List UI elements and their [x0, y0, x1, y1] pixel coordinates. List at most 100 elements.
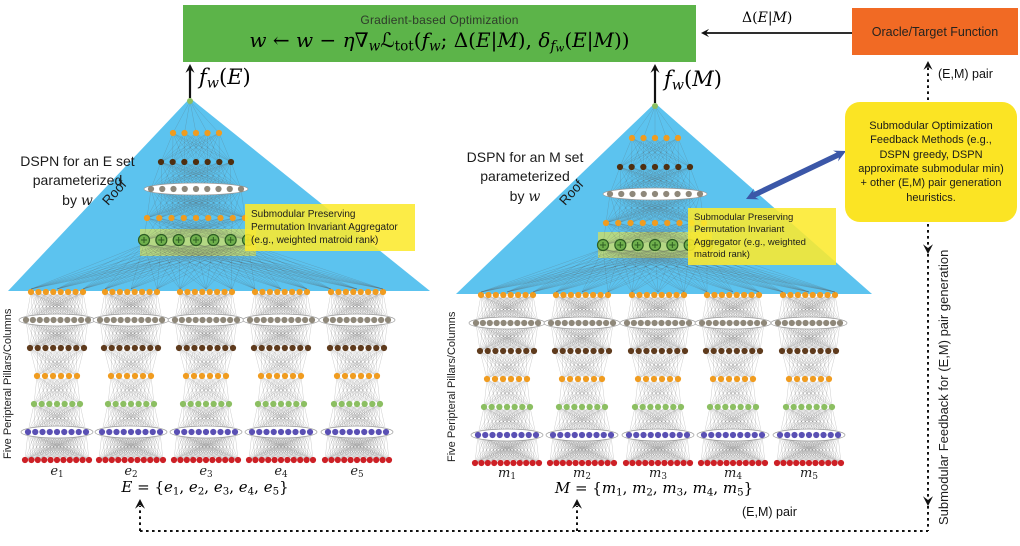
network-dot — [558, 375, 566, 383]
network-dot — [364, 316, 371, 324]
network-dot — [578, 459, 586, 467]
network-dot — [206, 344, 213, 352]
network-dot — [289, 344, 296, 352]
network-dot — [745, 403, 752, 411]
network-dot — [642, 459, 649, 467]
dspn-m-desc-line2: parameterized — [480, 168, 570, 185]
network-dot — [685, 190, 692, 198]
network-dot — [181, 129, 188, 137]
network-dot — [246, 316, 254, 324]
gradient-optimization-title: Gradient-based Optimization — [360, 12, 519, 27]
network-dot — [34, 456, 41, 464]
network-dot — [65, 344, 72, 352]
network-dot — [265, 372, 273, 380]
network-dot — [53, 456, 61, 464]
network-dot — [519, 403, 526, 411]
network-dot — [586, 431, 593, 439]
network-dot — [650, 375, 658, 383]
network-dot — [43, 316, 50, 324]
network-dot — [560, 291, 567, 299]
network-dot — [476, 347, 484, 355]
network-dot — [205, 214, 212, 222]
network-dot — [27, 288, 35, 296]
network-dot — [809, 291, 816, 299]
arrowhead — [135, 499, 145, 509]
network-dot — [113, 428, 120, 436]
network-dot — [138, 316, 145, 324]
network-dot — [258, 344, 265, 352]
network-dot — [231, 428, 239, 436]
network-dot — [256, 428, 263, 436]
network-dot — [68, 428, 75, 436]
network-dot — [549, 431, 557, 439]
network-dot — [50, 316, 57, 324]
network-dot — [295, 316, 302, 324]
network-dot — [57, 344, 64, 352]
network-dot — [365, 372, 373, 380]
network-dot — [674, 190, 681, 198]
network-dot — [84, 316, 92, 324]
network-dot — [159, 185, 166, 193]
network-dot — [779, 291, 787, 299]
network-dot — [809, 347, 816, 355]
network-dot — [801, 375, 809, 383]
network-dot — [636, 291, 643, 299]
network-dot — [474, 431, 482, 439]
network-dot — [191, 344, 198, 352]
network-dot — [831, 459, 838, 467]
network-dot — [169, 158, 176, 166]
network-dot — [627, 219, 634, 227]
network-dot — [598, 347, 605, 355]
network-dot — [100, 344, 108, 352]
network-dot — [47, 456, 54, 464]
network-dot — [615, 219, 622, 227]
network-dot — [270, 400, 277, 408]
network-dot — [742, 459, 749, 467]
network-dot — [98, 428, 106, 436]
network-dot — [120, 400, 127, 408]
network-dot — [183, 344, 190, 352]
network-dot — [250, 344, 258, 352]
network-dot — [674, 347, 681, 355]
network-dot — [297, 372, 305, 380]
network-dot — [628, 134, 636, 142]
network-dot — [342, 344, 349, 352]
network-dot — [350, 344, 357, 352]
network-dot — [297, 456, 304, 464]
network-dot — [604, 291, 612, 299]
network-dot — [284, 456, 291, 464]
delta-feedback-label: Δ(E|M) — [742, 10, 793, 26]
network-dot — [667, 459, 674, 467]
network-dot — [710, 347, 717, 355]
network-dot — [547, 319, 555, 327]
network-dot — [559, 347, 566, 355]
network-dot — [292, 428, 299, 436]
network-dot — [372, 288, 379, 296]
network-dot — [181, 158, 188, 166]
network-dot — [793, 459, 800, 467]
network-dot — [192, 158, 200, 166]
network-dot — [112, 400, 119, 408]
network-dot — [686, 459, 694, 467]
arrowhead — [923, 244, 933, 254]
network-dot — [188, 428, 195, 436]
network-dot — [135, 400, 142, 408]
network-dot — [571, 431, 578, 439]
network-dot — [229, 214, 236, 222]
network-dot — [190, 456, 197, 464]
network-dot — [782, 403, 790, 411]
network-dot — [679, 319, 686, 327]
network-dot — [647, 403, 654, 411]
network-dot — [529, 291, 537, 299]
network-dot — [507, 375, 515, 383]
network-dot — [722, 431, 729, 439]
network-dot — [733, 291, 740, 299]
network-dot — [379, 456, 386, 464]
network-dot — [648, 459, 655, 467]
network-dot — [46, 400, 53, 408]
network-dot — [559, 459, 566, 467]
network-dot — [666, 347, 673, 355]
network-dot — [740, 319, 747, 327]
network-dot — [784, 431, 791, 439]
network-dot — [680, 291, 688, 299]
